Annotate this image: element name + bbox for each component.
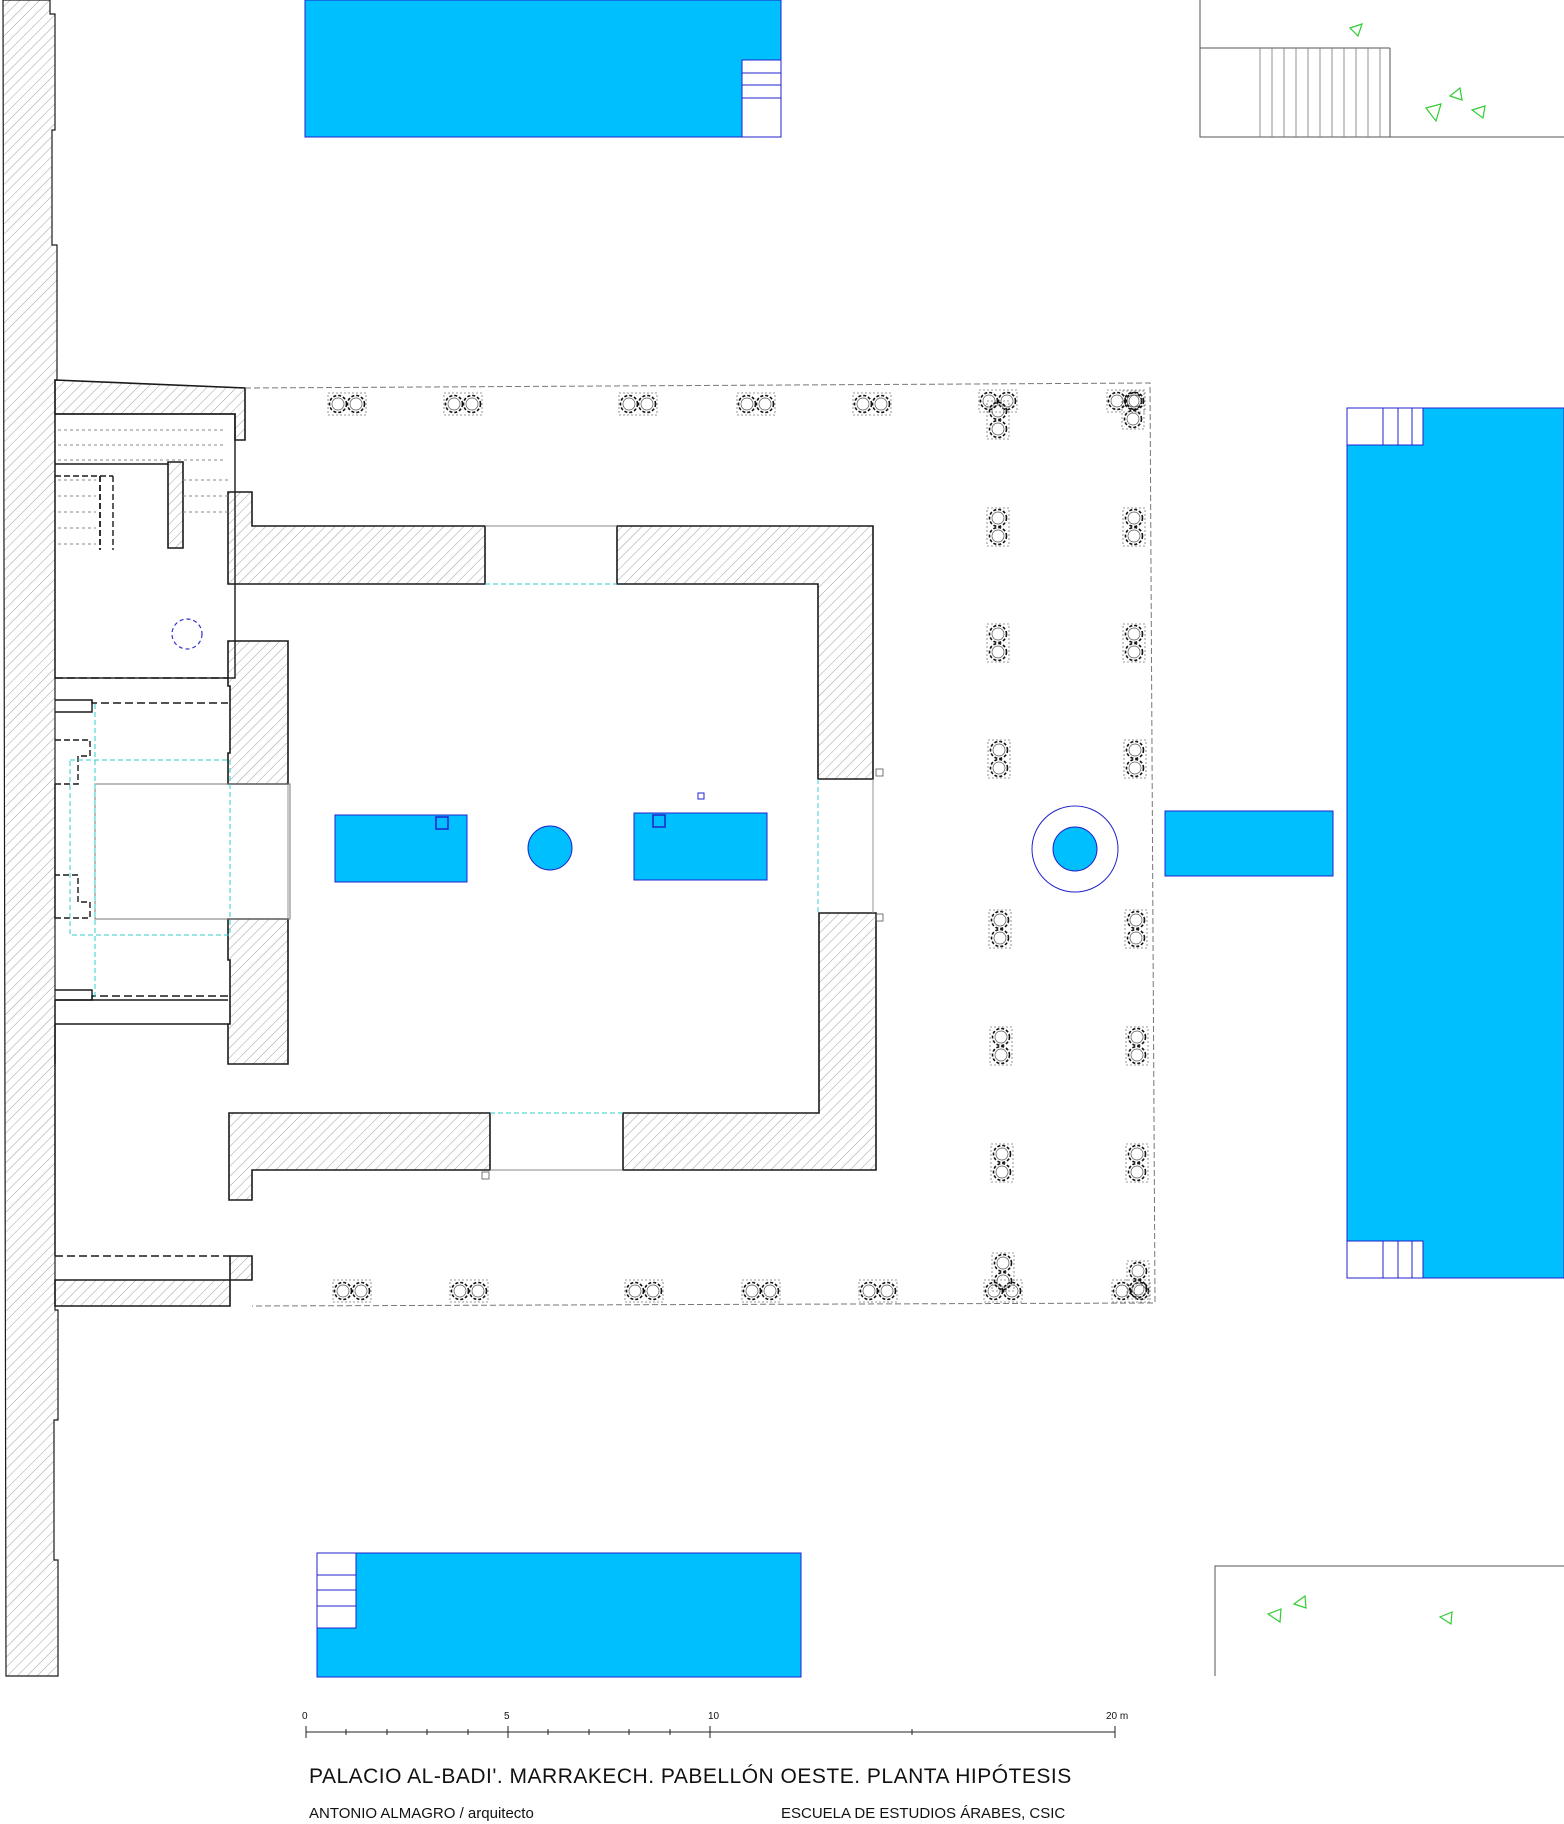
double-column-icon — [1124, 740, 1146, 778]
double-column-icon — [987, 508, 1009, 546]
drawing-title: PALACIO AL-BADI'. MARRAKECH. PABELLÓN OE… — [309, 1765, 1072, 1788]
double-column-icon — [988, 740, 1010, 778]
scale-label-20: 20 m — [1106, 1711, 1129, 1722]
double-column-icon — [333, 1280, 371, 1302]
hatched-walls — [54, 379, 877, 1307]
east-channel — [1164, 810, 1334, 877]
west-alcove — [54, 699, 291, 1257]
double-column-icon — [987, 624, 1009, 662]
double-column-icon — [990, 1027, 1012, 1065]
garden-corners — [1199, 0, 1564, 1676]
drawing-author: ANTONIO ALMAGRO / arquitecto — [309, 1805, 534, 1822]
triangle-plant-icon — [1470, 105, 1486, 120]
south-pool — [316, 1552, 802, 1678]
double-column-icon — [625, 1280, 663, 1302]
northwest-stair — [54, 413, 236, 679]
triangle-plant-icon — [1292, 1594, 1307, 1609]
double-column-icon — [737, 393, 775, 415]
north-pool — [304, 0, 782, 138]
double-column-icon — [979, 390, 1017, 412]
scale-label-5: 5 — [504, 1711, 510, 1722]
hall-basin-east — [633, 812, 768, 881]
double-column-icon — [1126, 1144, 1148, 1182]
double-column-icon — [328, 393, 366, 415]
water-features — [304, 0, 1564, 1678]
central-hall-lines — [287, 525, 874, 1171]
double-column-icon — [1125, 910, 1147, 948]
scale-bar — [305, 1726, 1116, 1738]
double-column-icon — [859, 1280, 897, 1302]
scale-label-0: 0 — [302, 1711, 308, 1722]
hall-fountain — [527, 825, 573, 871]
double-column-icon — [742, 1280, 780, 1302]
double-column-icon — [1123, 624, 1145, 662]
west-outer-wall — [2, 0, 59, 1677]
east-pool — [1346, 407, 1564, 1279]
double-column-icon — [444, 393, 482, 415]
double-column-icon — [991, 1144, 1013, 1182]
double-column-icon — [619, 393, 657, 415]
triangle-plant-icon — [1424, 103, 1442, 123]
double-column-icon — [1126, 1027, 1148, 1065]
courtyard-fountain — [1052, 826, 1098, 872]
triangle-plant-icon — [1266, 1608, 1282, 1624]
double-column-icon — [1123, 508, 1145, 546]
courtyard-boundary — [244, 382, 1156, 1307]
triangle-plant-icon — [1438, 1611, 1453, 1626]
plants — [1266, 23, 1486, 1626]
triangle-plant-icon — [1448, 86, 1463, 101]
double-column-icon — [853, 393, 891, 415]
hall-basin-west — [334, 814, 468, 883]
double-column-icon — [984, 1280, 1022, 1302]
drawing-institution: ESCUELA DE ESTUDIOS ÁRABES, CSIC — [781, 1805, 1066, 1822]
courtyard-fountain-ring — [1031, 805, 1119, 893]
scale-label-10: 10 — [708, 1711, 720, 1722]
double-column-icon — [989, 910, 1011, 948]
well-outline — [171, 618, 203, 650]
double-column-icon — [450, 1280, 488, 1302]
triangle-plant-icon — [1348, 23, 1363, 38]
